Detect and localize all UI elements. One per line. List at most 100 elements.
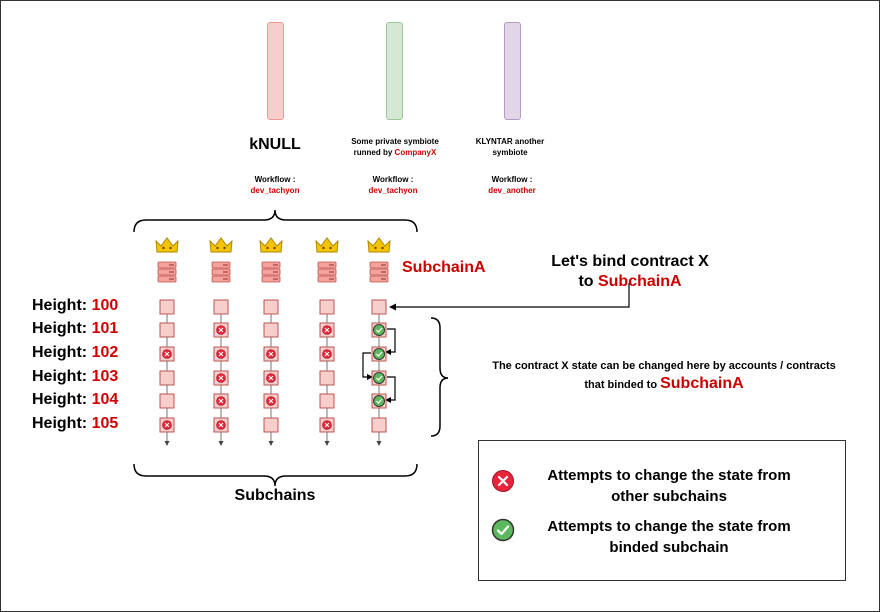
- x-mark-cross: [164, 351, 170, 357]
- crown-eye: [266, 246, 269, 250]
- legend-box: Attempts to change the state from other …: [478, 440, 846, 581]
- block: [159, 393, 175, 409]
- bound-arrow-102-103: [362, 352, 371, 378]
- x-mark-cross: [218, 398, 224, 404]
- bind-contract-prefix: to: [578, 273, 598, 290]
- legend-binded-subchain: Attempts to change the state from binded…: [519, 516, 819, 558]
- server-icon: [369, 268, 389, 276]
- height-label-text: Height:: [32, 344, 88, 361]
- crown-eye: [162, 246, 165, 250]
- server-icon: [211, 275, 231, 283]
- height-label-text: Height:: [32, 368, 88, 385]
- block: [263, 417, 279, 433]
- right-brace: [430, 317, 449, 437]
- height-value: 101: [91, 320, 119, 337]
- server-icon: [211, 268, 231, 276]
- check-mark-tick: [376, 351, 383, 357]
- x-mark-cross: [218, 327, 224, 333]
- block: [319, 393, 335, 409]
- check-mark-icon: [373, 348, 385, 360]
- server-icon: [317, 275, 337, 283]
- subchain-column: [209, 237, 233, 446]
- symbiote-pillar-knull: [267, 22, 284, 120]
- subchains-caption: Subchains: [234, 487, 316, 504]
- height-label-101: Height: 101: [32, 320, 118, 338]
- subchain-column: [367, 237, 391, 446]
- height-value: 102: [91, 344, 119, 361]
- crown-icon: [209, 237, 233, 253]
- block: [159, 370, 175, 386]
- block: [213, 299, 229, 315]
- server-icon: [369, 275, 389, 283]
- server-icon: [261, 275, 281, 283]
- chain-arrow-head: [268, 441, 274, 446]
- symbiote-title-private-line1: Some private symbiote: [351, 137, 439, 146]
- x-mark-cross: [218, 422, 224, 428]
- legend-other-line2: other subchains: [611, 488, 727, 505]
- x-mark-cross: [268, 375, 274, 381]
- x-mark-cross: [324, 422, 330, 428]
- bound-arrow-head-3: [385, 397, 391, 403]
- bind-contract-subchain: SubchainA: [597, 273, 682, 290]
- height-label-text: Height:: [32, 391, 88, 408]
- symbiote-title-another-line1: KLYNTAR another: [475, 137, 545, 146]
- legend-other-line1: Attempts to change the state from: [547, 467, 791, 484]
- state-change-subchain: SubchainA: [660, 375, 744, 392]
- crown-eye: [322, 246, 325, 250]
- workflow-another: Workflow : dev_another: [472, 174, 552, 196]
- x-mark-cross: [218, 375, 224, 381]
- height-value: 100: [91, 297, 119, 314]
- workflow-private: Workflow : dev_tachyon: [353, 174, 433, 196]
- block: [319, 299, 335, 315]
- x-mark-cross: [324, 327, 330, 333]
- server-icon: [369, 261, 389, 269]
- x-mark-cross: [164, 422, 170, 428]
- block: [263, 322, 279, 338]
- bottom-brace: [133, 463, 418, 487]
- server-icon: [261, 268, 281, 276]
- check-mark-tick: [376, 398, 383, 404]
- crown-eye: [273, 246, 276, 250]
- crown-eye: [381, 246, 384, 250]
- crown-eye: [216, 246, 219, 250]
- crown-eye: [223, 246, 226, 250]
- bound-arrow-head-2: [367, 374, 373, 380]
- check-mark-tick: [376, 375, 383, 381]
- workflow-value: dev_tachyon: [250, 186, 300, 195]
- subchain-column: [315, 237, 339, 446]
- subchain-columns: [155, 237, 391, 446]
- legend-other-subchains: Attempts to change the state from other …: [519, 465, 819, 507]
- symbiote-title-another: KLYNTAR another symbiote: [455, 136, 565, 158]
- state-change-text: The contract X state can be changed here…: [455, 358, 873, 395]
- check-mark-icon: [373, 324, 385, 336]
- legend-binded-line1: Attempts to change the state from: [547, 518, 791, 535]
- check-mark-icon: [491, 518, 515, 542]
- height-label-text: Height:: [32, 297, 88, 314]
- subchain-column: [155, 237, 179, 446]
- workflow-knull: Workflow : dev_tachyon: [235, 174, 315, 196]
- crown-eye: [329, 246, 332, 250]
- symbiote-title-private: Some private symbiote runned by CompanyX: [330, 136, 460, 158]
- height-label-102: Height: 102: [32, 344, 118, 362]
- bind-contract-line1: Let's bind contract X: [551, 253, 709, 270]
- chain-arrow-head: [218, 441, 224, 446]
- server-icon: [317, 268, 337, 276]
- symbiote-title-private-prefix: runned by: [353, 148, 395, 157]
- height-label-103: Height: 103: [32, 368, 118, 386]
- bound-arrow-101-102: [387, 328, 396, 353]
- server-icon: [157, 261, 177, 269]
- company-name: CompanyX: [394, 148, 437, 157]
- height-label-100: Height: 100: [32, 297, 118, 315]
- state-change-line2: that binded to SubchainA: [455, 374, 873, 395]
- crown-eye: [374, 246, 377, 250]
- check-mark-tick: [376, 327, 383, 333]
- bind-arrow-line: [391, 283, 630, 308]
- block: [263, 299, 279, 315]
- symbiote-title-another-line2: symbiote: [492, 148, 528, 157]
- height-value: 103: [91, 368, 119, 385]
- state-change-prefix: that binded to: [584, 379, 661, 391]
- block: [159, 299, 175, 315]
- workflow-label: Workflow :: [372, 175, 414, 184]
- symbiote-pillar-private: [386, 22, 403, 120]
- state-change-line1: The contract X state can be changed here…: [492, 360, 836, 372]
